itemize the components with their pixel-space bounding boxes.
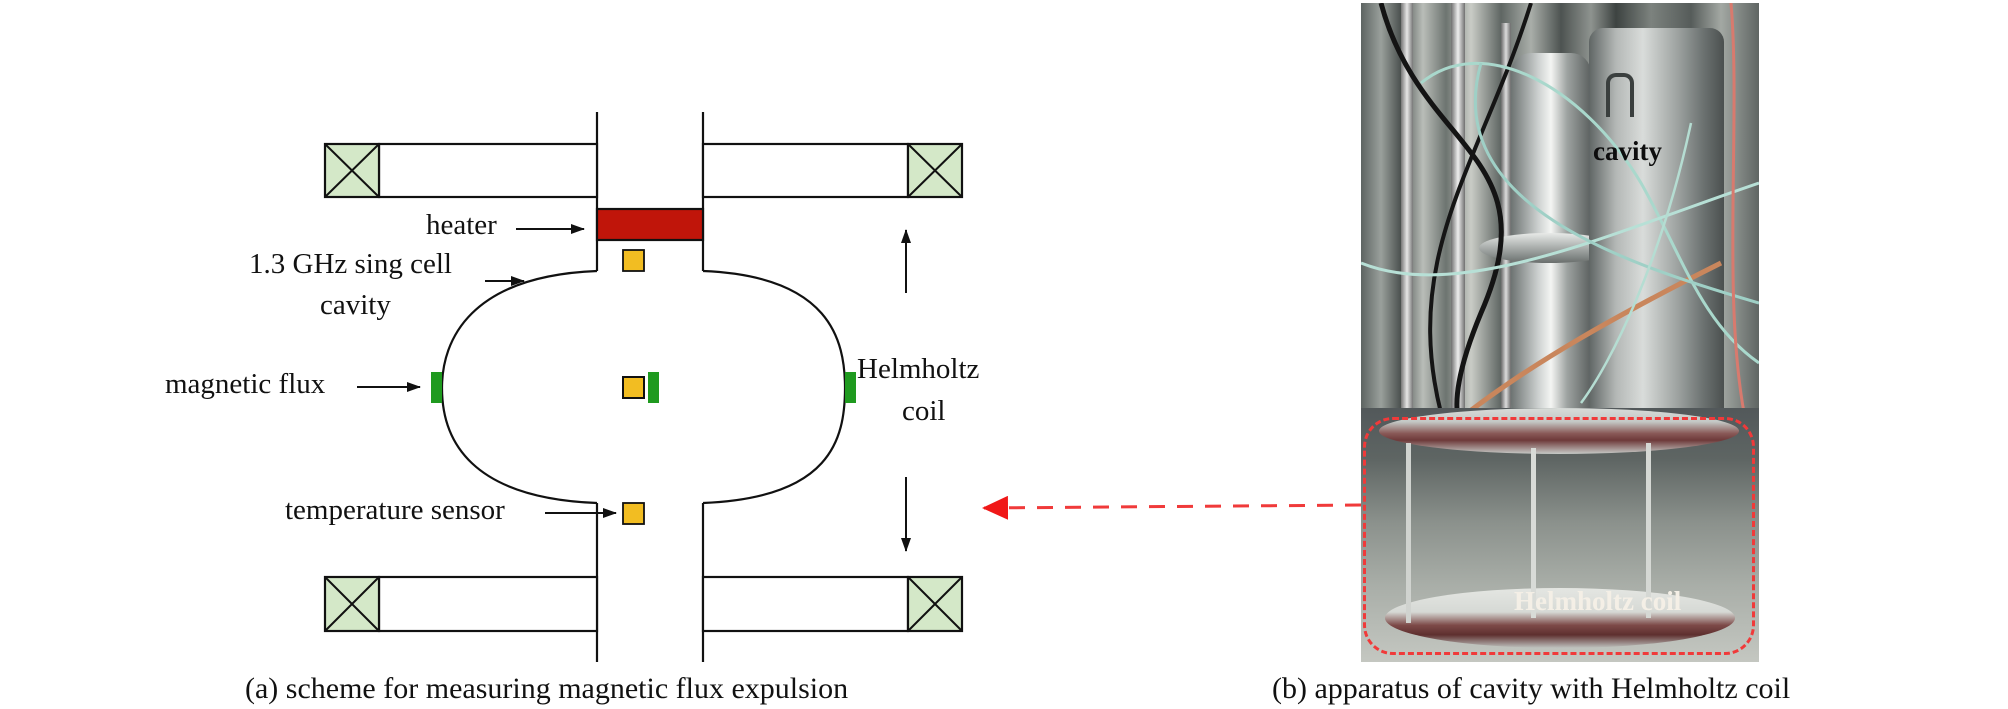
cavity-label-line2: cavity — [320, 289, 391, 321]
cross-icon — [324, 576, 380, 632]
temperature-sensor-top — [622, 249, 645, 272]
flux-sensor-center — [648, 372, 659, 403]
temperature-sensor-center — [622, 376, 645, 399]
panel-b-caption: (b) apparatus of cavity with Helmholtz c… — [1272, 672, 1791, 705]
cavity-label-line1: 1.3 GHz sing cell — [249, 248, 452, 280]
dewar-handle — [1606, 73, 1634, 117]
coil-bottom-left-bar — [377, 575, 599, 633]
helmholtz-highlight-box — [1363, 417, 1755, 655]
panel-a-caption: (a) scheme for measuring magnetic flux e… — [245, 672, 849, 705]
rack-rod — [1501, 23, 1511, 443]
rack-rod — [1451, 3, 1465, 433]
flux-sensor-right — [845, 372, 856, 403]
coil-top-left-bar — [377, 142, 599, 199]
temperature-sensor-label: temperature sensor — [285, 494, 505, 526]
temperature-sensor-bottom — [622, 502, 645, 525]
connector-dashed-arrow — [982, 495, 1362, 520]
flux-sensor-left — [431, 372, 442, 403]
photo-helmholtz-label: Helmholtz coil — [1514, 586, 1682, 616]
helmholtz-coil-bottom — [323, 575, 964, 633]
support-rod — [1406, 443, 1411, 623]
cross-icon — [324, 143, 380, 198]
coil-bottom-right-bar — [701, 575, 910, 633]
support-rod — [1531, 448, 1536, 618]
lower-coil-ring — [1385, 588, 1735, 648]
magnetic-flux-label: magnetic flux — [165, 368, 326, 400]
helmholtz-label-line1: Helmholtz — [857, 353, 980, 385]
cross-icon — [907, 143, 963, 198]
cables — [1361, 3, 1759, 461]
coil-top-right-bar — [701, 142, 910, 199]
heater-label: heater — [426, 209, 497, 241]
apparatus-photo: cavity Helmholtz coil — [1361, 3, 1759, 662]
heater-block — [595, 207, 705, 242]
rack-rod — [1401, 3, 1413, 423]
dewar-cylinder — [1589, 28, 1724, 423]
helmholtz-label-line2: coil — [902, 395, 946, 427]
cross-icon — [907, 576, 963, 632]
helmholtz-coil-top — [323, 142, 964, 199]
photo-cavity-label: cavity — [1593, 136, 1662, 166]
upper-coil-ring — [1379, 408, 1739, 454]
support-rod — [1646, 443, 1651, 618]
